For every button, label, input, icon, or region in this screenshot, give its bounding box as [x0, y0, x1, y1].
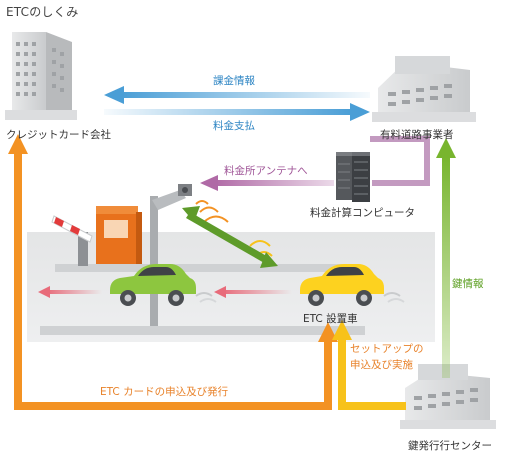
toll-computer-servers: [336, 152, 370, 202]
etc-car: [300, 264, 405, 306]
to-antenna-arrow: [200, 136, 430, 191]
label-etc-vehicle: ETC 設置車: [303, 313, 358, 325]
label-key-info: 鍵情報: [452, 278, 484, 290]
motion-arrow-right: [214, 286, 292, 298]
label-etc-card: ETC カードの申込及び発行: [100, 386, 229, 398]
label-toll-road-operator: 有料道路事業者: [380, 129, 454, 141]
label-to-toll-antenna: 料金所アンテナへ: [224, 165, 308, 177]
motion-arrow-left: [38, 286, 102, 298]
toll-booth: [96, 206, 142, 264]
diagram-title: ETCのしくみ: [6, 5, 79, 19]
billing-info-arrow: [104, 86, 370, 104]
label-toll-payment: 料金支払: [213, 120, 255, 132]
green-car: [110, 264, 217, 306]
label-setup-line2: 申込及び実施: [350, 359, 413, 371]
label-credit-card-company: クレジットカード会社: [6, 129, 111, 141]
toll-road-operator-building: [372, 56, 476, 122]
label-toll-computer: 料金計算コンピュータ: [310, 207, 415, 219]
gate-bar: [51, 215, 93, 266]
setup-arrow: [332, 320, 406, 410]
label-setup-line1: セットアップの: [350, 343, 424, 355]
communication-arrow: [182, 206, 278, 268]
credit-card-company-building: [5, 32, 77, 120]
label-key-center: 鍵発行行センター: [408, 440, 492, 452]
key-info-arrow: [436, 138, 456, 378]
label-billing-info: 課金情報: [213, 75, 255, 87]
toll-payment-arrow: [104, 103, 370, 121]
radio-waves: [195, 200, 273, 257]
etc-card-arrow: [8, 134, 338, 410]
antenna-gantry: [150, 184, 192, 326]
